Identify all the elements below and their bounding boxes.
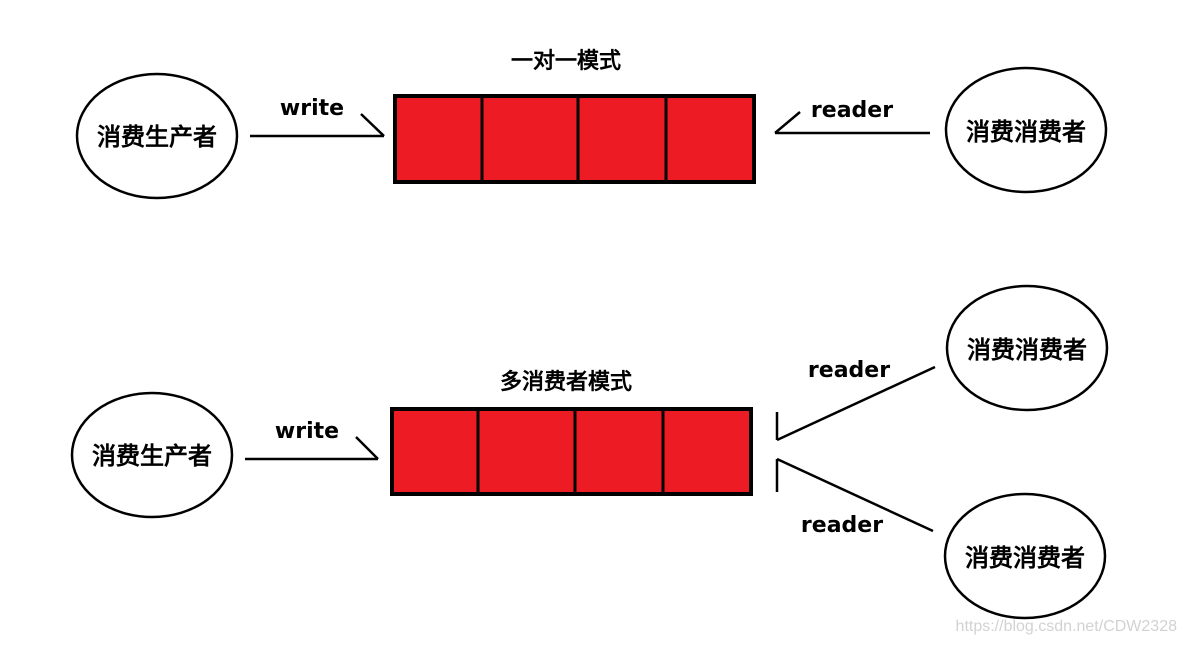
bottom-consumer-2-ellipse — [943, 492, 1107, 620]
top-producer-node: 消费生产者 — [75, 72, 239, 200]
bottom-read-arrow-2: reader — [775, 457, 934, 538]
multi-consumer-section: 多消费者模式 消费生产者 write reader — [70, 284, 1109, 620]
top-write-arrow: write — [250, 96, 385, 138]
bottom-buffer-frame — [390, 407, 753, 496]
top-write-label: write — [280, 96, 344, 121]
bottom-buffer — [390, 407, 753, 496]
bottom-consumer-1-node: 消费消费者 — [945, 284, 1109, 412]
bottom-consumer-1-label: 消费消费者 — [967, 336, 1087, 364]
top-consumer-ellipse — [944, 66, 1108, 194]
bottom-producer-label: 消费生产者 — [92, 442, 212, 470]
top-buffer — [393, 94, 756, 184]
top-consumer-node: 消费消费者 — [944, 66, 1108, 194]
watermark-text: https://blog.csdn.net/CDW2328 — [955, 618, 1177, 635]
top-buffer-frame — [393, 94, 756, 184]
multi-consumer-title: 多消费者模式 — [500, 369, 632, 395]
top-consumer-label: 消费消费者 — [966, 118, 1086, 146]
bottom-consumer-2-label: 消费消费者 — [965, 544, 1085, 572]
top-read-arrow: reader — [774, 98, 930, 135]
bottom-read-arrow-1: reader — [775, 358, 936, 442]
top-producer-ellipse — [75, 72, 239, 200]
bottom-read-label-2: reader — [801, 513, 883, 538]
one-to-one-section: 一对一模式 消费生产者 write reader 消费消费者 — [75, 49, 1108, 200]
bottom-read-arrow-2-shaft — [776, 457, 934, 533]
top-write-arrow-head — [360, 113, 385, 137]
bottom-read-label-1: reader — [808, 358, 890, 383]
one-to-one-title: 一对一模式 — [511, 49, 621, 74]
bottom-write-arrow-head — [355, 436, 379, 460]
top-read-label: reader — [811, 98, 893, 123]
bottom-consumer-2-node: 消费消费者 — [943, 492, 1107, 620]
bottom-write-label: write — [275, 419, 339, 444]
top-producer-label: 消费生产者 — [97, 123, 217, 151]
bottom-producer-node: 消费生产者 — [70, 391, 234, 519]
bottom-consumer-1-ellipse — [945, 284, 1109, 412]
bottom-read-arrow-1-shaft — [776, 365, 936, 442]
bottom-write-arrow: write — [245, 419, 379, 461]
top-read-arrow-head — [774, 111, 801, 134]
bottom-producer-ellipse — [70, 391, 234, 519]
